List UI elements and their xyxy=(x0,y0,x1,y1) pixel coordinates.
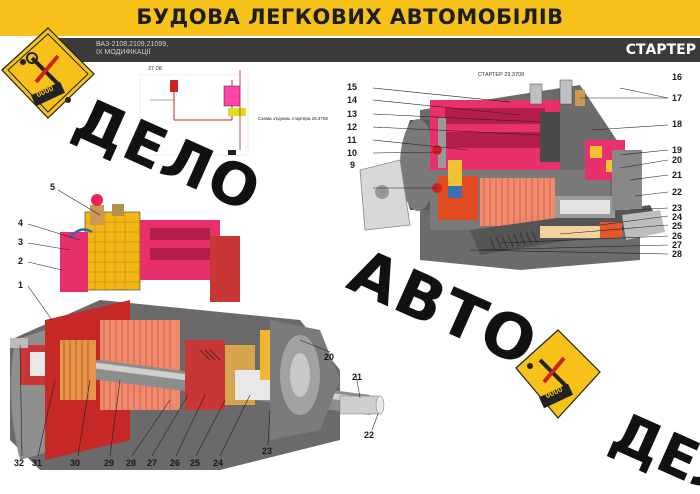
callout-24-bottom: 24 xyxy=(213,458,224,468)
callout-21-bottom: 21 xyxy=(352,372,363,382)
callout-11: 11 xyxy=(347,135,357,145)
callout-23: 23 xyxy=(672,203,683,213)
bottom-callout-lines xyxy=(19,189,379,457)
subtitle-line-2: ІХ МОДИФІКАЦІЇ xyxy=(96,49,151,56)
callout-19: 19 xyxy=(672,145,683,155)
callout-31: 31 xyxy=(32,458,43,468)
callout-1: 1 xyxy=(18,280,24,290)
logo-badge-bottom xyxy=(515,329,601,419)
callout-26: 26 xyxy=(672,231,683,241)
callout-26-bottom: 26 xyxy=(170,458,181,468)
callout-28: 28 xyxy=(672,249,683,259)
callout-29: 29 xyxy=(104,458,115,468)
title-bar xyxy=(0,0,700,36)
callout-22-bottom: 22 xyxy=(364,430,375,440)
small-scheme-title: 37 08 xyxy=(148,66,162,72)
callout-27-bottom: 27 xyxy=(147,458,158,468)
callout-28-bottom: 28 xyxy=(126,458,137,468)
callout-21: 21 xyxy=(672,170,683,180)
callout-5: 5 xyxy=(50,182,56,192)
callout-25-bottom: 25 xyxy=(190,458,201,468)
callout-30: 30 xyxy=(70,458,81,468)
callout-15: 15 xyxy=(347,82,358,92)
callout-13: 13 xyxy=(347,109,358,119)
callout-25: 25 xyxy=(672,221,683,231)
scheme-caption: Схема з'єднань стартера 29.3708 xyxy=(258,116,328,121)
callout-16: 16 xyxy=(672,72,683,82)
small-scheme-diagram xyxy=(139,70,249,156)
callout-14: 14 xyxy=(347,95,358,105)
starter-top-cutaway xyxy=(359,79,665,270)
top-callout-lines xyxy=(372,87,669,255)
callout-20-bottom: 20 xyxy=(324,352,335,362)
callout-4: 4 xyxy=(18,218,24,228)
callout-3: 3 xyxy=(18,237,24,247)
subtitle: ВАЗ-2108,2109,21099, ІХ МОДИФІКАЦІЇ xyxy=(96,41,168,57)
callout-17: 17 xyxy=(672,93,683,103)
starter-bottom-cutaway xyxy=(10,194,385,470)
subtitle-line-1: ВАЗ-2108,2109,21099, xyxy=(96,41,169,48)
page-title: БУДОВА ЛЕГКОВИХ АВТОМОБІЛІВ xyxy=(136,5,564,29)
callout-18: 18 xyxy=(672,119,683,129)
callout-32: 32 xyxy=(14,458,25,468)
callout-23-bottom: 23 xyxy=(262,446,273,456)
top-diagram-title: СТАРТЕР 29.3708 xyxy=(478,72,525,78)
callout-12: 12 xyxy=(347,122,358,132)
callout-9: 9 xyxy=(350,160,356,170)
section-title: СТАРТЕР xyxy=(625,42,696,58)
subtitle-bar xyxy=(40,38,700,62)
callout-24: 24 xyxy=(672,212,683,222)
callout-20: 20 xyxy=(672,155,683,165)
callout-27: 27 xyxy=(672,240,683,250)
callout-22: 22 xyxy=(672,187,683,197)
logo-badge-top xyxy=(1,27,95,119)
callout-10: 10 xyxy=(347,148,358,158)
callout-2: 2 xyxy=(18,256,24,266)
